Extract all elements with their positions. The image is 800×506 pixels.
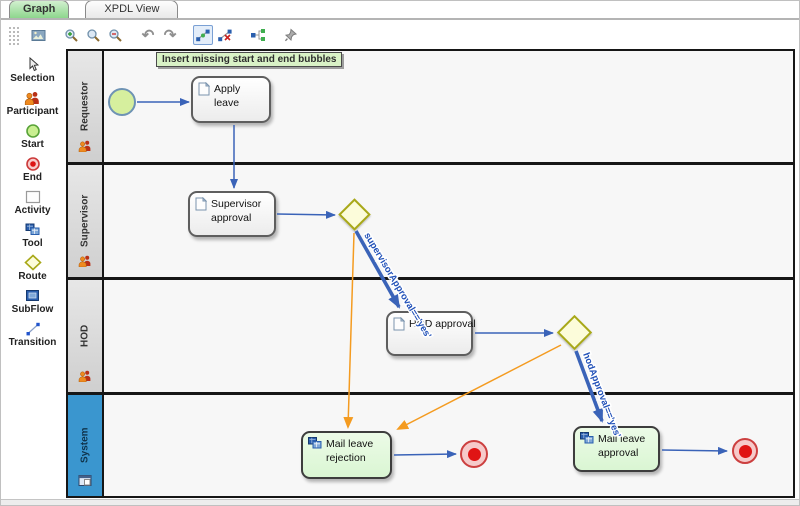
activity-label: Mail leave rejection: [326, 438, 374, 464]
undo-icon[interactable]: ↶: [141, 26, 155, 44]
tab-graph[interactable]: Graph: [9, 1, 70, 18]
insert-start-end-bubbles-icon[interactable]: [193, 25, 213, 45]
toolbar: ↶ ↷: [1, 22, 799, 48]
palette-item-transition[interactable]: Transition: [1, 320, 64, 348]
tab-xpdl-view[interactable]: XPDL View: [85, 1, 179, 18]
activity-label: HOD approval: [409, 318, 476, 330]
tool-mail-leave-approval[interactable]: Mail leave approval: [573, 426, 660, 472]
palette-label: Start: [21, 139, 44, 150]
lane-hod: HOD: [68, 277, 793, 392]
redo-icon[interactable]: ↷: [163, 26, 177, 44]
end-bubble-approval[interactable]: [732, 438, 758, 464]
end-icon: [1, 155, 64, 172]
palette-item-route[interactable]: Route: [1, 254, 64, 282]
activity-supervisor-approval[interactable]: Supervisor approval: [188, 191, 276, 237]
lane-header-system[interactable]: System: [68, 395, 104, 496]
palette-label: Activity: [14, 205, 51, 216]
route-icon: [1, 254, 64, 271]
palette-label: SubFlow: [11, 304, 54, 315]
end-bubble-rejection[interactable]: [460, 440, 488, 468]
end-dot: [738, 444, 752, 458]
palette-label: Transition: [8, 337, 57, 348]
activity-label: Apply leave: [214, 83, 241, 109]
document-icon: [195, 196, 208, 214]
start-bubble[interactable]: [108, 88, 136, 116]
activity-label: Supervisor approval: [211, 198, 262, 224]
palette-label: Participant: [6, 106, 59, 117]
cursor-icon: [1, 56, 64, 73]
tool-icon: [1, 221, 64, 238]
participant-icon: [78, 369, 92, 387]
participant-icon: [78, 139, 92, 157]
tool-mail-leave-rejection[interactable]: Mail leave rejection: [301, 431, 392, 479]
palette-label: End: [23, 172, 42, 183]
lane-header-supervisor[interactable]: Supervisor: [68, 165, 104, 277]
tool-icon: [580, 432, 594, 447]
document-icon: [198, 81, 211, 99]
pin-icon[interactable]: [281, 25, 301, 45]
palette-label: Route: [18, 271, 47, 282]
end-dot: [467, 447, 481, 461]
lane-requestor: Requestor: [68, 51, 793, 162]
lane-header-requestor[interactable]: Requestor: [68, 51, 104, 162]
lane-system: System: [68, 392, 793, 496]
palette-item-tool[interactable]: Tool: [1, 221, 64, 249]
activity-hod-approval[interactable]: HOD approval: [386, 311, 476, 356]
participant-icon: [1, 89, 64, 106]
zoom-in-icon[interactable]: [61, 25, 81, 45]
palette-label: Tool: [22, 238, 43, 249]
swimlanes: Requestor Supervisor HOD: [68, 51, 793, 496]
palette-item-start[interactable]: Start: [1, 122, 64, 150]
activity-icon: [1, 188, 64, 205]
transition-icon: [1, 320, 64, 337]
palette-item-participant[interactable]: Participant: [1, 89, 64, 117]
document-icon: [393, 316, 406, 334]
tool-icon: [308, 437, 322, 452]
palette-label: Selection: [10, 73, 55, 84]
tooltip: Insert missing start and end bubbles: [156, 52, 343, 67]
system-icon: [78, 473, 92, 491]
activity-apply-leave[interactable]: Apply leave: [191, 76, 271, 123]
overview-icon[interactable]: [28, 25, 48, 45]
participant-icon: [78, 254, 92, 272]
zoom-out-icon[interactable]: [105, 25, 125, 45]
palette-item-activity[interactable]: Activity: [1, 188, 64, 216]
activity-label: Mail leave approval: [598, 433, 646, 459]
start-icon: [1, 122, 64, 139]
tab-bar: Graph XPDL View: [1, 1, 799, 20]
lane-header-hod[interactable]: HOD: [68, 280, 104, 392]
subflow-icon: [1, 287, 64, 304]
graph-layout-icon[interactable]: [248, 25, 268, 45]
palette-item-end[interactable]: End: [1, 155, 64, 183]
palette-item-subflow[interactable]: SubFlow: [1, 287, 64, 315]
zoom-icon[interactable]: [83, 25, 103, 45]
lane-supervisor: Supervisor: [68, 162, 793, 277]
remove-start-end-bubbles-icon[interactable]: [215, 25, 235, 45]
graph-canvas[interactable]: Requestor Supervisor HOD: [66, 49, 795, 498]
status-bar: [1, 499, 799, 505]
toolbar-grip[interactable]: [7, 25, 19, 45]
palette-item-selection[interactable]: Selection: [1, 56, 64, 84]
tool-palette: Selection Participant Start End Activity: [1, 48, 64, 497]
